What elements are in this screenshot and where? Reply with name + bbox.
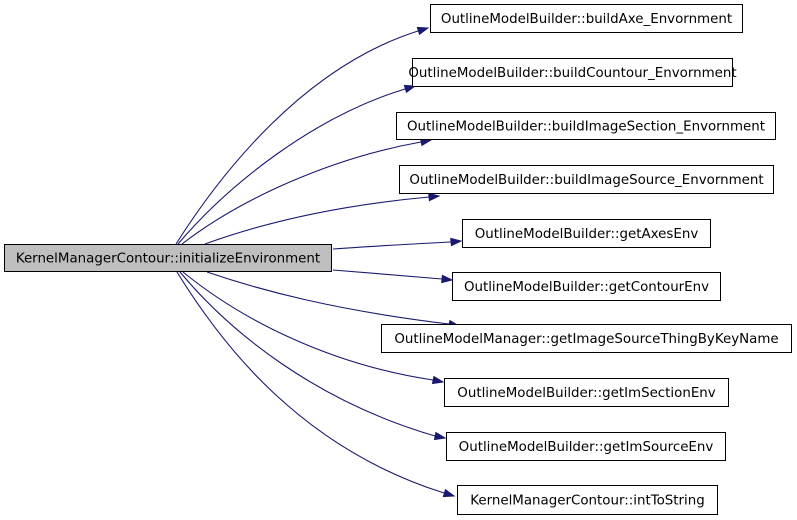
call-edge (179, 271, 436, 437)
callee-node-get-im-source-env[interactable]: OutlineModelBuilder::getImSourceEnv (446, 432, 726, 461)
callee-node-label: OutlineModelBuilder::buildImageSource_En… (409, 173, 763, 188)
callee-node-label: OutlineModelBuilder::buildCountour_Envor… (408, 66, 736, 81)
call-edge (177, 88, 406, 245)
root-node[interactable]: KernelManagerContour::initializeEnvironm… (4, 244, 332, 272)
callee-node-box (452, 272, 721, 301)
callee-node-box (462, 219, 711, 248)
arrowhead-icon (450, 237, 463, 247)
callee-node-label: OutlineModelBuilder::buildImageSection_E… (407, 120, 765, 135)
arrowhead-icon (433, 431, 447, 441)
call-edge (204, 196, 430, 245)
arrowhead-icon (403, 84, 417, 94)
callee-node-label: OutlineModelBuilder::buildAxe_Envornment (441, 12, 732, 27)
call-edge (176, 271, 445, 494)
call-edge (181, 141, 422, 245)
callee-node-label: KernelManagerContour::intToString (470, 494, 705, 509)
callee-node-box (381, 324, 792, 353)
arrowhead-icon (442, 488, 456, 498)
call-edges (175, 26, 463, 498)
call-edge (175, 30, 419, 245)
callee-node-label: OutlineModelBuilder::getImSourceEnv (459, 440, 714, 455)
callee-node-box (396, 112, 776, 140)
arrowhead-icon (416, 26, 430, 36)
call-edge (206, 271, 450, 325)
callee-node-int-to-string[interactable]: KernelManagerContour::intToString (457, 485, 718, 515)
arrowhead-icon (441, 274, 454, 284)
callee-node-build-countour-env[interactable]: OutlineModelBuilder::buildCountour_Envor… (408, 58, 737, 87)
callee-node-get-im-section-env[interactable]: OutlineModelBuilder::getImSectionEnv (444, 378, 729, 407)
callee-node-label: OutlineModelBuilder::getContourEnv (464, 280, 709, 295)
callee-node-box (399, 165, 774, 194)
call-edge (332, 241, 452, 250)
callee-node-label: OutlineModelBuilder::getAxesEnv (475, 227, 699, 242)
arrowhead-icon (428, 192, 441, 202)
callee-node-get-contour-env[interactable]: OutlineModelBuilder::getContourEnv (452, 272, 721, 301)
callee-node-label: OutlineModelManager::getImageSourceThing… (394, 332, 778, 347)
callee-node-box (446, 432, 726, 461)
root-node-label: KernelManagerContour::initializeEnvironm… (16, 252, 320, 267)
arrowhead-icon (431, 375, 445, 385)
callee-node-build-image-section-env[interactable]: OutlineModelBuilder::buildImageSection_E… (396, 112, 776, 140)
callee-node-get-axes-env[interactable]: OutlineModelBuilder::getAxesEnv (462, 219, 711, 248)
callee-node-box (430, 4, 743, 33)
call-edge (182, 271, 434, 381)
callee-node-get-image-source-thing[interactable]: OutlineModelManager::getImageSourceThing… (381, 324, 792, 353)
callee-node-box (444, 378, 729, 407)
callee-node-build-axe-env[interactable]: OutlineModelBuilder::buildAxe_Envornment (430, 4, 743, 33)
callee-node-build-image-source-env[interactable]: OutlineModelBuilder::buildImageSource_En… (399, 165, 774, 194)
callee-node-box (457, 485, 718, 515)
root-node-box (4, 244, 332, 272)
callee-node-box (412, 58, 733, 87)
call-edge (332, 269, 443, 280)
callee-node-label: OutlineModelBuilder::getImSectionEnv (457, 386, 715, 401)
